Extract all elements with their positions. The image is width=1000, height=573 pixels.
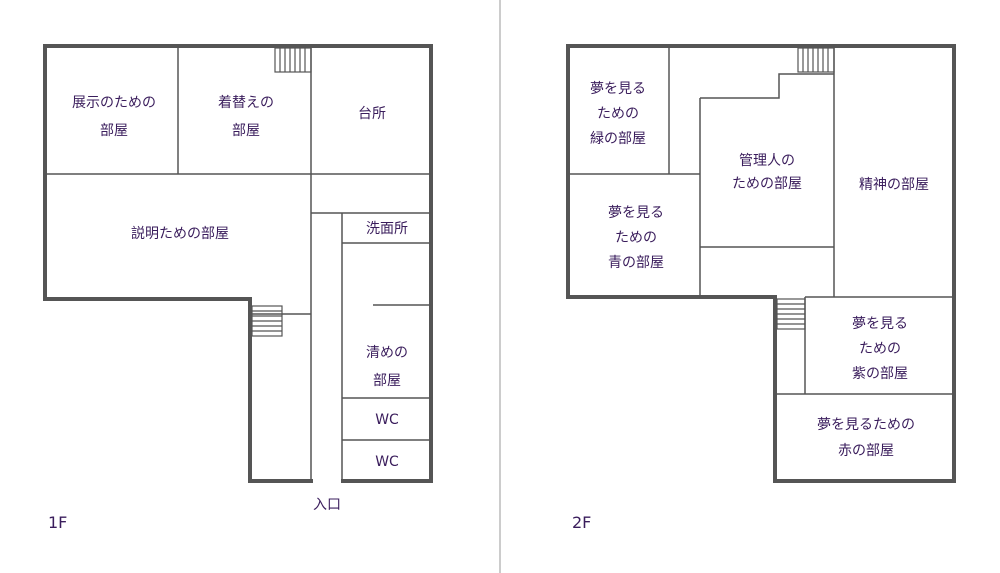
stairs-icon (251, 305, 283, 337)
room-washroom-label: 洗面所 (366, 221, 408, 237)
floor-2-label: 2F (572, 513, 591, 532)
room-exhibit-label-1: 展示のための (72, 95, 156, 111)
stairs-icon (776, 298, 806, 330)
room-dressing-label-1: 着替えの (218, 95, 274, 111)
room-blue-label-2: ための (615, 230, 657, 246)
floor-2-plan: 夢を見る ための 緑の部屋 夢を見る ための 青の部屋 管理人の ための部屋 精… (566, 44, 956, 532)
room-purify-label-1: 清めの (366, 345, 408, 361)
room-kitchen-label: 台所 (358, 106, 386, 122)
room-purple-label-3: 紫の部屋 (852, 366, 908, 382)
room-green-label-3: 緑の部屋 (590, 131, 646, 147)
stairs-icon (274, 47, 312, 73)
room-wc1-label: WC (375, 412, 399, 428)
floor-1-plan: 展示のための 部屋 着替えの 部屋 台所 説明ための部屋 洗面所 清めの 部屋 … (43, 44, 433, 532)
room-green-label-2: ための (597, 106, 639, 122)
room-purple-label-2: ための (859, 341, 901, 357)
stairs-icon (797, 47, 835, 73)
floor-1-label: 1F (48, 513, 67, 532)
floor-1-outer-wall (43, 44, 433, 483)
room-manager-label-1: 管理人の (739, 153, 795, 169)
room-purple-label-1: 夢を見る (852, 316, 908, 332)
entrance-label: 入口 (313, 497, 341, 513)
room-blue-label-3: 青の部屋 (608, 255, 664, 271)
wall (700, 73, 834, 99)
room-wc2-label: WC (375, 454, 399, 470)
room-exhibit-label-2: 部屋 (100, 123, 128, 139)
room-red-label-1: 夢を見るための (817, 417, 915, 433)
room-dressing-label-2: 部屋 (232, 123, 260, 139)
floor-2-outer-wall (566, 44, 956, 483)
room-blue-label-1: 夢を見る (608, 205, 664, 221)
room-explain-label: 説明ための部屋 (131, 226, 229, 242)
room-red-label-2: 赤の部屋 (838, 443, 894, 459)
room-purify-label-2: 部屋 (373, 373, 401, 389)
room-spirit-label: 精神の部屋 (859, 177, 929, 193)
room-green-label-1: 夢を見る (590, 81, 646, 97)
room-manager-label-2: ための部屋 (732, 176, 802, 192)
